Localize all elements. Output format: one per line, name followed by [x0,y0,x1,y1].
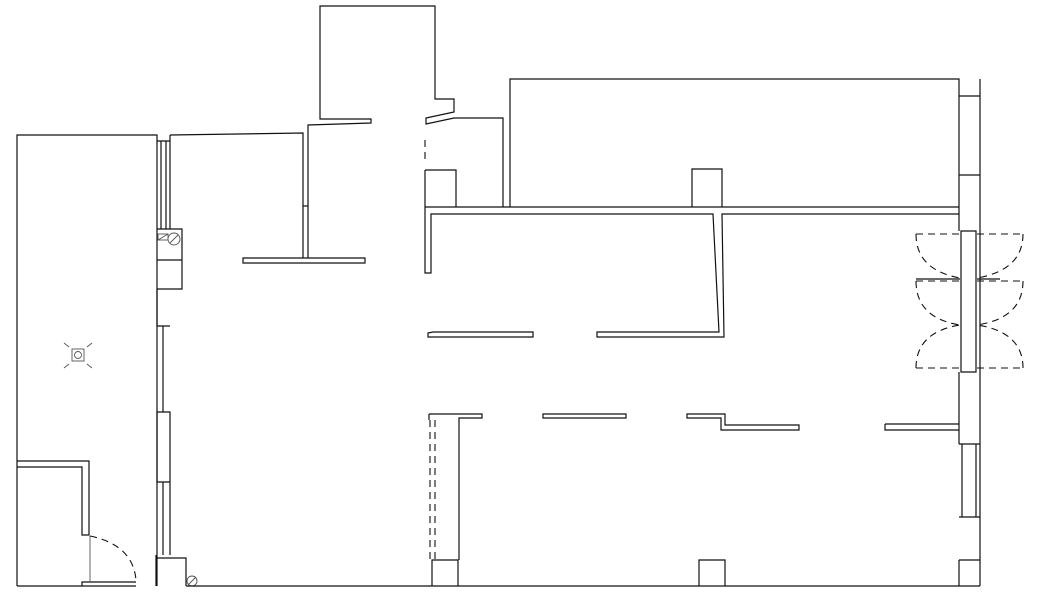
ceiling-light-icon [63,342,93,369]
right-wall [958,79,981,586]
central-walls [169,5,980,587]
outlet-icon [186,575,198,587]
double-doors [915,233,1024,369]
left-room [16,134,187,587]
closet [17,460,137,586]
thermostat-icon [157,232,181,246]
